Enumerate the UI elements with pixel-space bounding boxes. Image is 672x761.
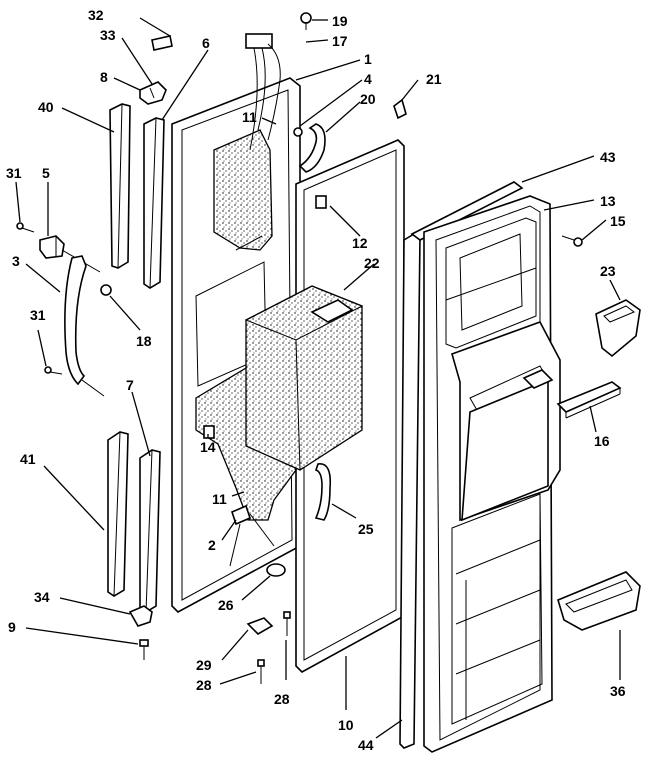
callout-26: 26 <box>218 597 234 613</box>
callout-19: 19 <box>332 13 348 29</box>
part-screw-9 <box>139 639 149 660</box>
part-dispenser-housing <box>244 285 364 471</box>
part-bottom-hinge <box>128 605 153 627</box>
callout-12: 12 <box>352 235 368 251</box>
callout-22: 22 <box>364 255 380 271</box>
callout-17: 17 <box>332 33 348 49</box>
callout-14: 14 <box>200 439 216 455</box>
callout-2: 2 <box>208 537 216 553</box>
part-top-hinge <box>139 81 167 105</box>
callout-34: 34 <box>34 589 50 605</box>
callout-11a: 11 <box>242 109 257 125</box>
part-wire-harness <box>245 33 281 151</box>
part-cap-26 <box>266 563 286 577</box>
callout-29: 29 <box>196 657 212 673</box>
part-plug-21 <box>393 98 407 120</box>
callout-44: 44 <box>358 737 374 753</box>
callout-43: 43 <box>600 149 616 165</box>
part-trim-strip-6 <box>143 117 165 289</box>
callout-5: 5 <box>42 165 50 181</box>
part-trim-strip-40 <box>109 103 131 269</box>
callout-15: 15 <box>610 213 626 229</box>
callout-25: 25 <box>358 521 374 537</box>
callout-28b: 28 <box>274 691 290 707</box>
part-drip-tray <box>556 381 622 419</box>
part-screw-31b <box>44 366 63 375</box>
callout-28a: 28 <box>196 677 212 693</box>
callout-36: 36 <box>610 683 626 699</box>
callout-31b: 31 <box>30 307 46 323</box>
callout-31a: 31 <box>6 165 22 181</box>
callout-7: 7 <box>126 377 134 393</box>
callout-13: 13 <box>600 193 616 209</box>
callout-6: 6 <box>202 35 210 51</box>
callout-16: 16 <box>594 433 610 449</box>
part-ice-chute <box>595 299 641 358</box>
callout-9: 9 <box>8 619 16 635</box>
part-block-29 <box>246 617 274 635</box>
callout-4: 4 <box>364 71 372 87</box>
part-bracket-2 <box>229 504 275 567</box>
part-screw-19 <box>300 12 312 30</box>
callout-10: 10 <box>338 717 354 733</box>
callout-21: 21 <box>426 71 442 87</box>
callout-18: 18 <box>136 333 152 349</box>
callout-11b: 11 <box>212 491 227 507</box>
callout-1: 1 <box>364 51 372 67</box>
part-screw-28b <box>283 611 291 636</box>
part-door-handle <box>64 255 105 397</box>
part-door-liner <box>423 195 561 753</box>
part-door-bin <box>557 571 641 631</box>
callout-3: 3 <box>12 253 20 269</box>
leader-lines <box>15 17 621 739</box>
part-top-trim-43 <box>410 181 524 241</box>
part-nut-4 <box>293 127 303 137</box>
part-tube-20 <box>298 123 326 173</box>
callout-41: 41 <box>20 451 36 467</box>
part-screw-15 <box>561 235 583 247</box>
part-label-plate <box>151 35 173 51</box>
callout-32: 32 <box>88 7 104 23</box>
part-trim-strip-44 <box>399 233 421 749</box>
part-screw-28a <box>257 659 265 684</box>
part-handle-bracket <box>39 235 101 273</box>
callout-23: 23 <box>600 263 616 279</box>
part-trim-strip-41 <box>107 431 129 597</box>
callout-40: 40 <box>38 99 54 115</box>
part-nut-18 <box>100 284 112 296</box>
part-trim-strip-7 <box>139 449 161 613</box>
part-tube-25 <box>314 463 332 521</box>
callout-20: 20 <box>360 91 376 107</box>
callout-33: 33 <box>100 27 116 43</box>
callout-8: 8 <box>100 69 108 85</box>
part-screw-31a <box>16 222 35 233</box>
callout-labels: 32 33 6 19 17 1 4 21 8 20 40 11 43 31 5 … <box>6 7 626 753</box>
